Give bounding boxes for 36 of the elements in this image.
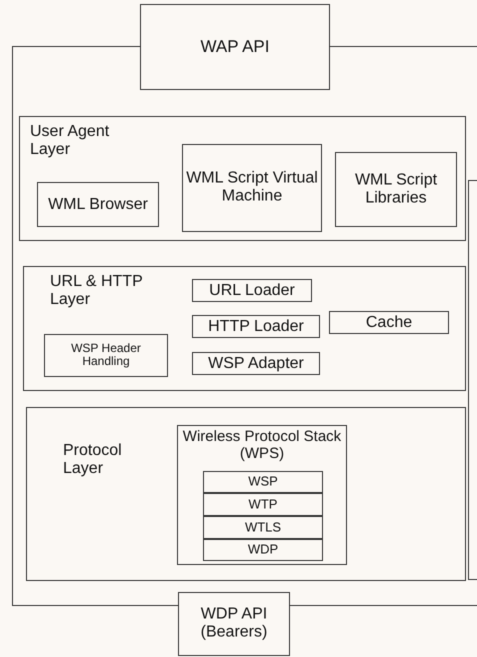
module-box <box>44 334 168 377</box>
api-box <box>140 4 330 90</box>
module-box <box>192 352 320 375</box>
module-box <box>182 144 322 232</box>
protocol-box <box>203 539 323 561</box>
layer-panel <box>26 407 466 581</box>
module-box <box>192 279 312 302</box>
module-box <box>192 315 320 338</box>
module-label: WML Script Virtual Machine <box>185 170 319 206</box>
module-label: WML Script Libraries <box>354 171 438 208</box>
module-label: URL Loader <box>208 281 296 300</box>
module-label: WSP Adapter <box>207 354 305 373</box>
heading-label: Wireless Protocol Stack (WPS) <box>182 428 342 462</box>
module-label: WDP API (Bearers) <box>200 606 268 642</box>
module-label: WDP <box>246 542 280 558</box>
protocol-box <box>203 493 323 516</box>
heading-label: URL & HTTP Layer <box>50 273 144 310</box>
module-label: Cache <box>364 313 414 332</box>
module-label: WAP API <box>200 37 270 57</box>
protocol-box <box>203 516 323 539</box>
module-label: WSP Header Handling <box>70 342 142 370</box>
module-box <box>37 182 159 227</box>
module-box <box>335 152 457 227</box>
module-label: WTLS <box>244 520 282 535</box>
heading-label: Protocol Layer <box>63 442 123 479</box>
module-label: WTP <box>248 497 278 512</box>
layer-panel <box>23 266 466 391</box>
heading-label: User Agent Layer <box>30 123 110 160</box>
module-label: WML Browser <box>47 195 149 214</box>
stack-box <box>177 425 347 565</box>
api-box <box>178 592 290 656</box>
module-label: WSP <box>247 474 279 490</box>
protocol-box <box>203 471 323 493</box>
module-box <box>329 311 449 334</box>
layer-panel <box>19 116 466 241</box>
module-label: HTTP Loader <box>207 317 305 336</box>
